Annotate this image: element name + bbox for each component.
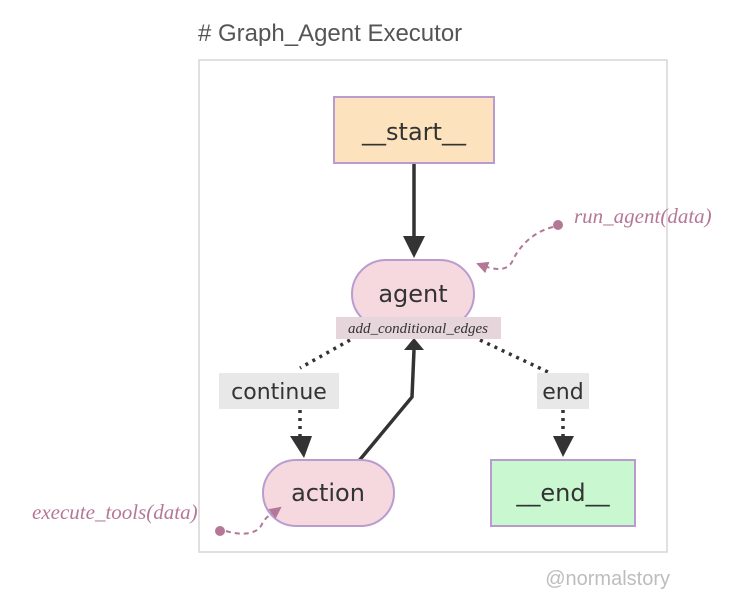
conditional-edges-text: add_conditional_edges bbox=[348, 321, 488, 337]
node-start-label: __start__ bbox=[361, 118, 467, 146]
edge-action-to-agent bbox=[356, 338, 424, 464]
annotation-execute-tools-text: execute_tools(data) bbox=[32, 500, 198, 524]
annotation-execute-tools-dot bbox=[215, 526, 225, 536]
node-agent[interactable]: agent bbox=[351, 259, 475, 329]
diagram-title: # Graph_Agent Executor bbox=[198, 20, 462, 47]
annotation-run-agent: run_agent(data) bbox=[476, 204, 712, 274]
edge-start-to-agent bbox=[403, 163, 425, 258]
node-action-label: action bbox=[291, 479, 365, 507]
edge-label-end-text: end bbox=[542, 380, 583, 405]
node-end-label: __end__ bbox=[515, 479, 610, 507]
node-action[interactable]: action bbox=[262, 459, 395, 527]
edge-label-continue: continue bbox=[219, 373, 339, 409]
watermark: @normalstory bbox=[545, 568, 670, 590]
annotation-execute-tools: execute_tools(data) bbox=[32, 500, 282, 536]
annotation-run-agent-dot bbox=[553, 220, 563, 230]
annotation-run-agent-text: run_agent(data) bbox=[574, 204, 712, 228]
node-end[interactable]: __end__ bbox=[490, 459, 636, 527]
edge-label-end: end bbox=[537, 373, 589, 409]
edge-agent-to-end bbox=[479, 338, 574, 457]
conditional-edges-label: add_conditional_edges bbox=[336, 317, 501, 339]
edge-label-continue-text: continue bbox=[231, 380, 327, 405]
node-agent-label: agent bbox=[378, 280, 447, 308]
edge-agent-to-action bbox=[290, 338, 351, 458]
node-start[interactable]: __start__ bbox=[333, 96, 495, 164]
